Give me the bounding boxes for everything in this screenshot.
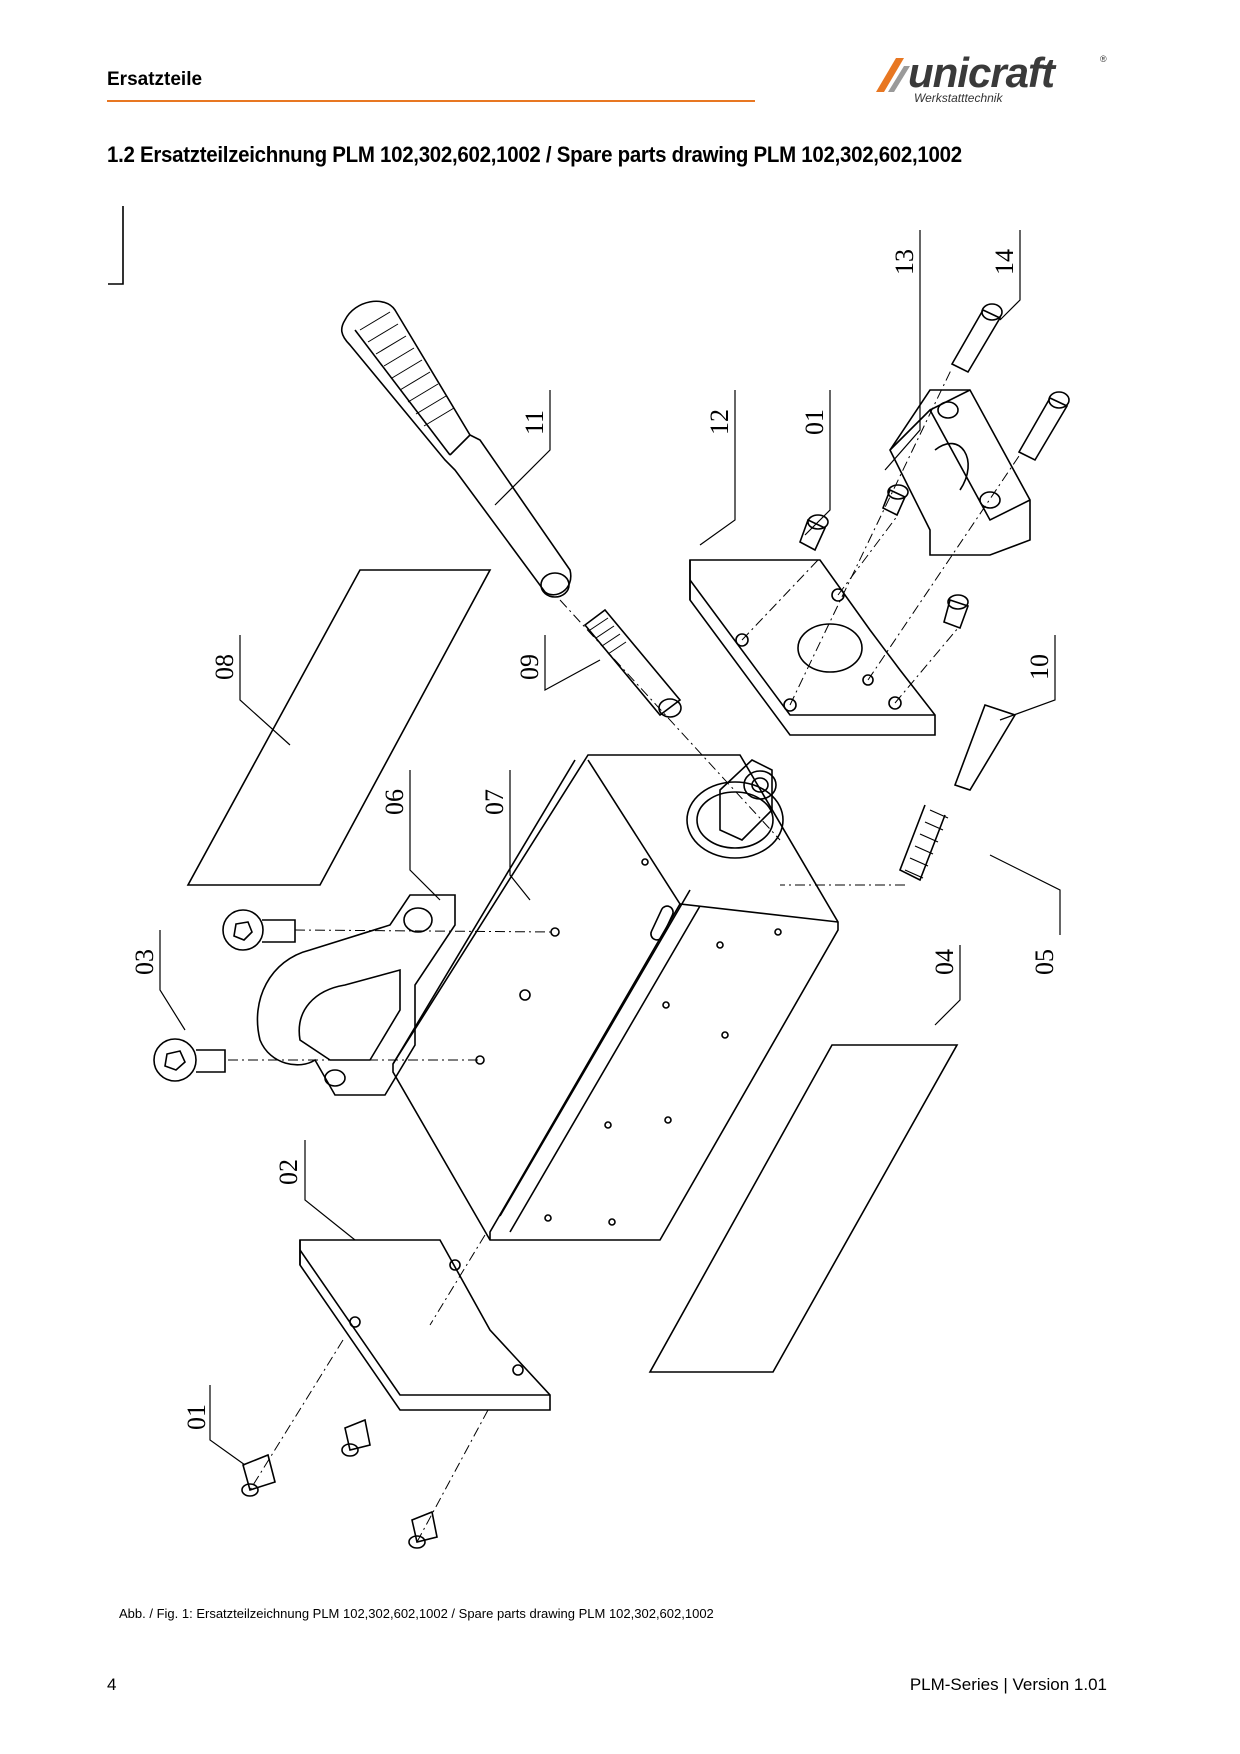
callout-01-bottom: 01	[182, 1404, 211, 1430]
callout-11: 11	[520, 410, 549, 435]
unicraft-logo: unicraft ® Werkstatttechnik	[874, 48, 1114, 108]
page-number: 4	[107, 1675, 117, 1694]
callout-07: 07	[480, 789, 509, 815]
figure-caption: Abb. / Fig. 1: Ersatzteilzeichnung PLM 1…	[119, 1606, 714, 1621]
unicraft-logo-icon	[876, 58, 910, 92]
callout-13: 13	[890, 249, 919, 275]
callout-10: 10	[1025, 654, 1054, 680]
section-title: 1.2 Ersatzteilzeichnung PLM 102,302,602,…	[107, 142, 962, 167]
callout-03: 03	[130, 949, 159, 975]
logo-registered: ®	[1100, 54, 1107, 64]
callout-09: 09	[515, 654, 544, 680]
logo-subtitle: Werkstatttechnik	[914, 91, 1003, 105]
callout-14: 14	[990, 249, 1019, 275]
callout-04: 04	[930, 949, 959, 975]
header-rule	[107, 100, 755, 102]
logo-wordmark: unicraft	[908, 49, 1055, 96]
version-label: PLM-Series | Version 1.01	[909, 1675, 1107, 1694]
callout-02: 02	[274, 1159, 303, 1185]
header-section-title: Ersatzteile	[107, 69, 203, 90]
callout-08: 08	[210, 654, 239, 680]
callout-12: 12	[705, 409, 734, 435]
callout-01-top: 01	[800, 409, 829, 435]
callout-05: 05	[1030, 949, 1059, 975]
callout-06: 06	[380, 789, 409, 815]
